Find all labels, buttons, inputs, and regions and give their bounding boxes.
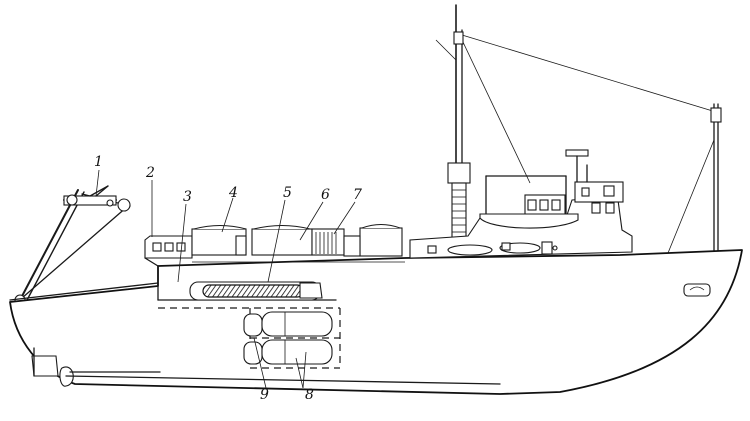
lifeboat (479, 175, 579, 229)
aft-deckhouse (144, 235, 193, 267)
callout-6: 6 (321, 187, 330, 203)
trawl-gantry (9, 185, 159, 306)
callout-7: 7 (353, 187, 362, 203)
callout-4: 4 (229, 185, 238, 201)
superstructure (409, 149, 633, 259)
callout-2: 2 (146, 165, 155, 181)
rudder-propeller (31, 347, 501, 387)
trawl-bag (189, 281, 323, 301)
rigging-stays (435, 34, 717, 254)
main-mast (447, 4, 471, 246)
callout-9: 9 (260, 387, 269, 403)
stern-mast (710, 103, 722, 253)
hawse-emblem (683, 283, 711, 297)
callout-leaders (95, 169, 356, 389)
callout-1: 1 (94, 154, 103, 170)
deck-containers (191, 223, 405, 263)
hold-tanks (158, 307, 341, 369)
callout-3: 3 (183, 189, 192, 205)
callout-8: 8 (305, 387, 314, 403)
callout-5: 5 (283, 185, 292, 201)
